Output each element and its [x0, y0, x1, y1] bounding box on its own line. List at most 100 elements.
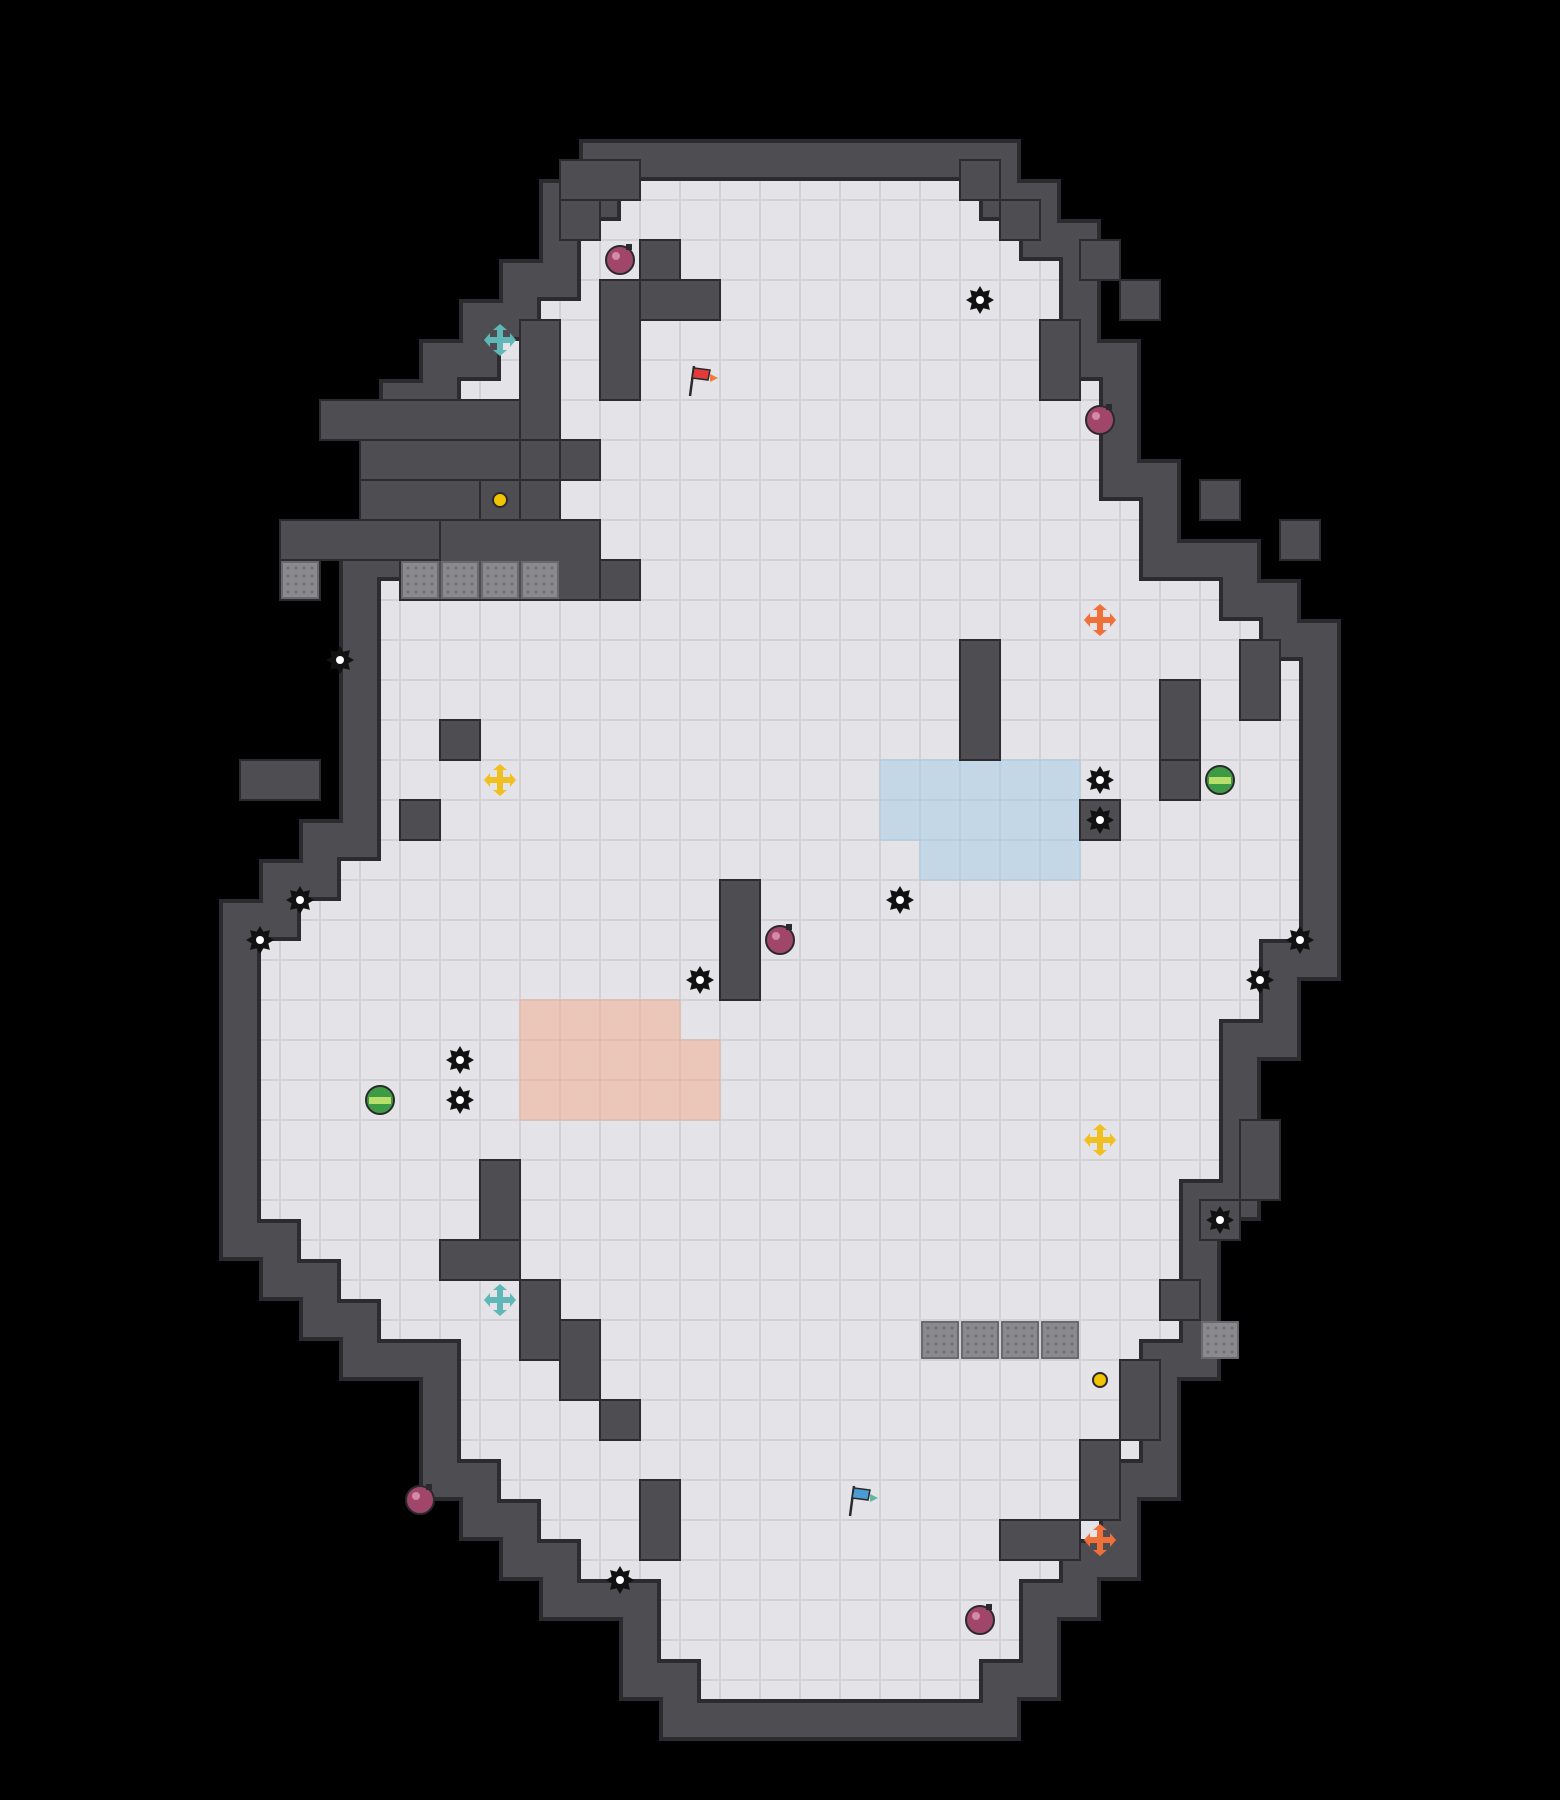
floor-tile	[1000, 440, 1040, 480]
floor-tile	[1080, 560, 1120, 600]
floor-tile	[440, 640, 480, 680]
floor-tile	[1080, 600, 1120, 640]
floor-row	[240, 1040, 1240, 1080]
gate-dot	[1206, 1334, 1210, 1338]
floor-tile	[840, 1320, 880, 1360]
gate-dot	[1214, 1350, 1218, 1354]
gate-dot	[526, 574, 530, 578]
boost-arrow	[1093, 1150, 1107, 1156]
floor-row	[240, 1120, 1240, 1160]
floor-tile	[880, 1320, 920, 1360]
floor-tile	[720, 1200, 760, 1240]
floor-tile	[320, 1200, 360, 1240]
floor-tile	[400, 1040, 440, 1080]
floor-tile	[840, 400, 880, 440]
spike-icon	[886, 886, 914, 914]
floor-tile	[680, 360, 720, 400]
floor-tile	[800, 1200, 840, 1240]
floor-tile	[480, 680, 520, 720]
floor-tile	[840, 720, 880, 760]
boost-bar-v	[497, 327, 503, 353]
floor-row	[560, 240, 1080, 280]
floor-tile	[640, 720, 680, 760]
floor-tile	[640, 640, 680, 680]
floor-tile	[680, 680, 720, 720]
spike-icon	[606, 1566, 634, 1594]
gate-dot	[550, 574, 554, 578]
floor-tile	[840, 640, 880, 680]
bomb-body	[405, 1485, 435, 1515]
floor-tile	[1200, 800, 1240, 840]
floor-tile	[920, 1160, 960, 1200]
floor-tile	[920, 520, 960, 560]
floor-tile	[640, 840, 680, 880]
portal-icon	[1092, 1372, 1108, 1388]
gate-dot	[1062, 1350, 1066, 1354]
floor-tile	[720, 760, 760, 800]
floor-tile	[880, 1360, 920, 1400]
floor-tile	[640, 1360, 680, 1400]
gate-dot	[542, 574, 546, 578]
floor-tile	[800, 1040, 840, 1080]
floor-tile	[920, 1120, 960, 1160]
gate-dot	[974, 1350, 978, 1354]
floor-tile	[480, 960, 520, 1000]
floor-tile	[760, 760, 800, 800]
gate-dot	[1054, 1342, 1058, 1346]
floor-tile	[560, 1240, 600, 1280]
bomb-fuse	[1106, 404, 1112, 410]
flag-cloth	[691, 367, 711, 381]
boost-arrow	[1093, 1124, 1107, 1130]
boost-arrow	[1093, 1524, 1107, 1530]
gate-dot	[414, 590, 418, 594]
floor-tile	[1040, 1000, 1080, 1040]
floor-tile	[680, 600, 720, 640]
floor-tile	[1080, 520, 1120, 560]
gate-dot	[1014, 1334, 1018, 1338]
spike-icon	[446, 1086, 474, 1114]
floor-tile	[920, 1520, 960, 1560]
red-team-zone-tile	[679, 1039, 721, 1081]
floor-tile	[640, 400, 680, 440]
floor-tile	[520, 800, 560, 840]
floor-tile	[800, 1600, 840, 1640]
floor-tile	[760, 1200, 800, 1240]
gate-dot	[1006, 1334, 1010, 1338]
floor-tile	[1080, 1040, 1120, 1080]
floor-tile	[440, 1040, 480, 1080]
floor-tile	[840, 1240, 880, 1280]
boost-yellow-icon	[1084, 1124, 1116, 1156]
gate-dot	[990, 1326, 994, 1330]
gate-dot	[510, 566, 514, 570]
floor-tile	[880, 1600, 920, 1640]
gate-dot	[1062, 1342, 1066, 1346]
red-team-zone-tile	[559, 1079, 601, 1121]
floor-tile	[800, 1000, 840, 1040]
gate-dot	[934, 1350, 938, 1354]
gate-dot	[974, 1334, 978, 1338]
floor-tile	[600, 840, 640, 880]
floor-tile	[1040, 1120, 1080, 1160]
bomb-body	[605, 245, 635, 275]
blue-team-zone-tile	[919, 799, 961, 841]
floor-tile	[1120, 1120, 1160, 1160]
gate-dot	[310, 590, 314, 594]
floor-tile	[480, 840, 520, 880]
floor-tile	[1080, 1200, 1120, 1240]
gate-dot	[534, 566, 538, 570]
floor-tile	[1000, 520, 1040, 560]
floor-tile	[800, 960, 840, 1000]
floor-tile	[1160, 1120, 1200, 1160]
gate-dot	[550, 590, 554, 594]
gate-dot	[1006, 1342, 1010, 1346]
floor-tile	[400, 680, 440, 720]
floor-tile	[920, 280, 960, 320]
gate-dot	[926, 1350, 930, 1354]
floor-tile	[1000, 1360, 1040, 1400]
floor-tile	[800, 1480, 840, 1520]
bomb-fuse	[426, 1484, 432, 1490]
floor-tile	[680, 760, 720, 800]
red-team-zone-tile	[519, 1079, 561, 1121]
floor-tile	[960, 1080, 1000, 1120]
gate-dot	[1230, 1350, 1234, 1354]
